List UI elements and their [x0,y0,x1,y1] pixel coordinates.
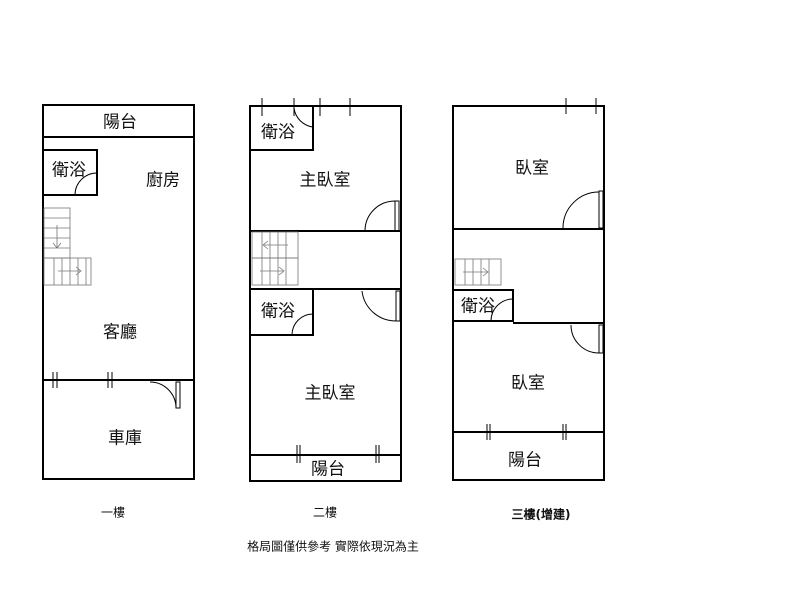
floor-3-plan [452,98,605,481]
room-label-bathroom: 衛浴 [261,301,295,322]
disclaimer-note: 格局圖僅供參考 實際依現況為主 [247,539,419,554]
staircase [251,231,299,286]
room-label-balcony: 陽台 [311,459,345,480]
room-label-master-bedroom: 主臥室 [304,383,356,404]
floor-1-caption: 一樓 [100,505,126,520]
floor-3-caption: 三樓(增建) [511,507,571,522]
staircase [454,258,502,286]
floor-2-plan [249,98,402,482]
room-label-balcony: 陽台 [103,112,137,133]
room-label-bathroom: 衛浴 [52,160,86,181]
room-label-living-room: 客廳 [103,322,137,343]
floor-2-caption: 二樓 [312,505,338,520]
room-label-bedroom: 臥室 [511,373,545,394]
room-label-balcony: 陽台 [508,450,542,471]
room-label-garage: 車庫 [108,428,142,449]
room-label-bathroom: 衛浴 [261,122,295,143]
room-label-bathroom: 衛浴 [461,296,495,317]
room-label-master-bedroom: 主臥室 [299,170,351,191]
floor-1-plan [42,104,195,480]
room-label-kitchen: 廚房 [146,170,180,191]
staircase [43,207,92,286]
room-label-bedroom: 臥室 [515,158,549,179]
